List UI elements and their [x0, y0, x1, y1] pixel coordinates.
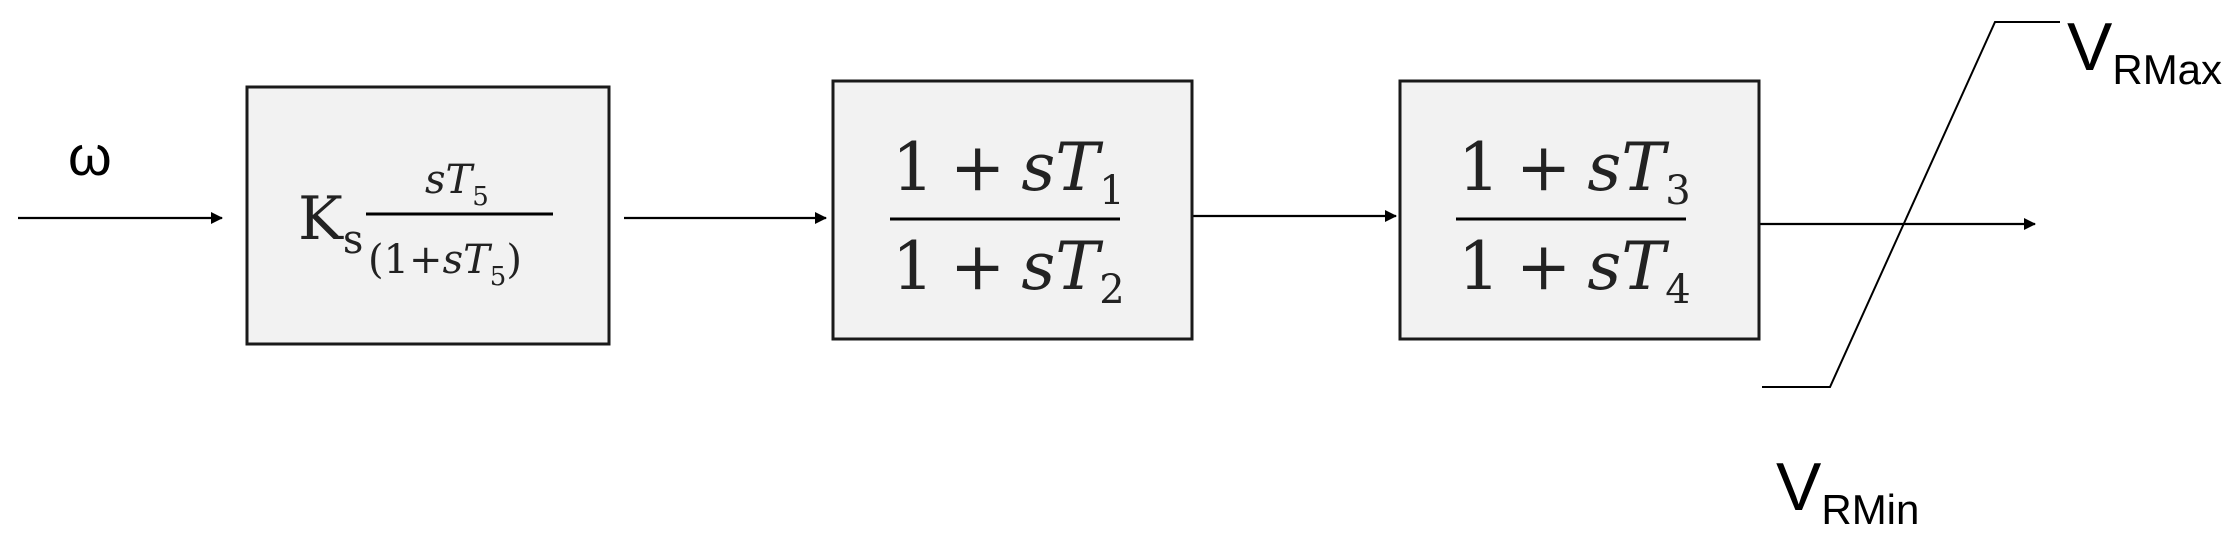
denominator-t: T — [463, 237, 493, 283]
svg-text:sT5: sT5 — [425, 157, 489, 212]
input-omega-label: ω — [68, 124, 112, 187]
numerator-t: T — [1621, 129, 1670, 206]
numerator-one: 1 — [892, 129, 934, 206]
denominator-subscript: 5 — [490, 262, 507, 292]
denominator-s: s — [1587, 228, 1621, 305]
numerator-s: s — [1587, 129, 1621, 206]
numerator-subscript: 5 — [472, 182, 489, 212]
denominator-s: s — [1021, 228, 1055, 305]
washout-block: Ks sT5 (1+sT5) — [245, 85, 611, 346]
svg-text:Ks: Ks — [298, 184, 363, 263]
denominator-one: 1 — [1458, 228, 1500, 305]
svg-text:1+sT2: 1+sT2 — [892, 228, 1125, 313]
denominator-open: (1+ — [368, 237, 443, 283]
denominator-subscript: 4 — [1665, 267, 1690, 313]
numerator-plus: + — [1516, 129, 1571, 206]
gain-label: K — [298, 184, 344, 254]
denominator-close: ) — [506, 237, 522, 283]
numerator-plus: + — [950, 129, 1005, 206]
denominator-one: 1 — [892, 228, 934, 305]
vrmax-label: VRMax — [2067, 9, 2222, 93]
vrmin-label: VRMin — [1776, 449, 1919, 533]
denominator-subscript: 2 — [1099, 267, 1124, 313]
gain-subscript: s — [343, 217, 364, 263]
numerator-s: s — [1021, 129, 1055, 206]
svg-text:1+sT4: 1+sT4 — [1458, 228, 1691, 313]
svg-text:(1+sT5): (1+sT5) — [368, 237, 522, 292]
lead-lag-block-2: 1+sT3 1+sT4 — [1398, 79, 1761, 341]
denominator-s: s — [443, 237, 464, 283]
numerator-s: s — [425, 157, 446, 203]
limiter-saturation-curve — [1762, 21, 2060, 388]
numerator-subscript: 1 — [1099, 168, 1124, 214]
svg-text:1+sT1: 1+sT1 — [892, 129, 1125, 214]
lead-lag-block-1: 1+sT1 1+sT2 — [831, 79, 1194, 341]
denominator-t: T — [1621, 228, 1670, 305]
numerator-subscript: 3 — [1665, 168, 1690, 214]
numerator-t: T — [446, 157, 476, 203]
denominator-plus: + — [1516, 228, 1571, 305]
numerator-one: 1 — [1458, 129, 1500, 206]
numerator-t: T — [1055, 129, 1104, 206]
svg-text:1+sT3: 1+sT3 — [1458, 129, 1691, 214]
denominator-t: T — [1055, 228, 1104, 305]
denominator-plus: + — [950, 228, 1005, 305]
